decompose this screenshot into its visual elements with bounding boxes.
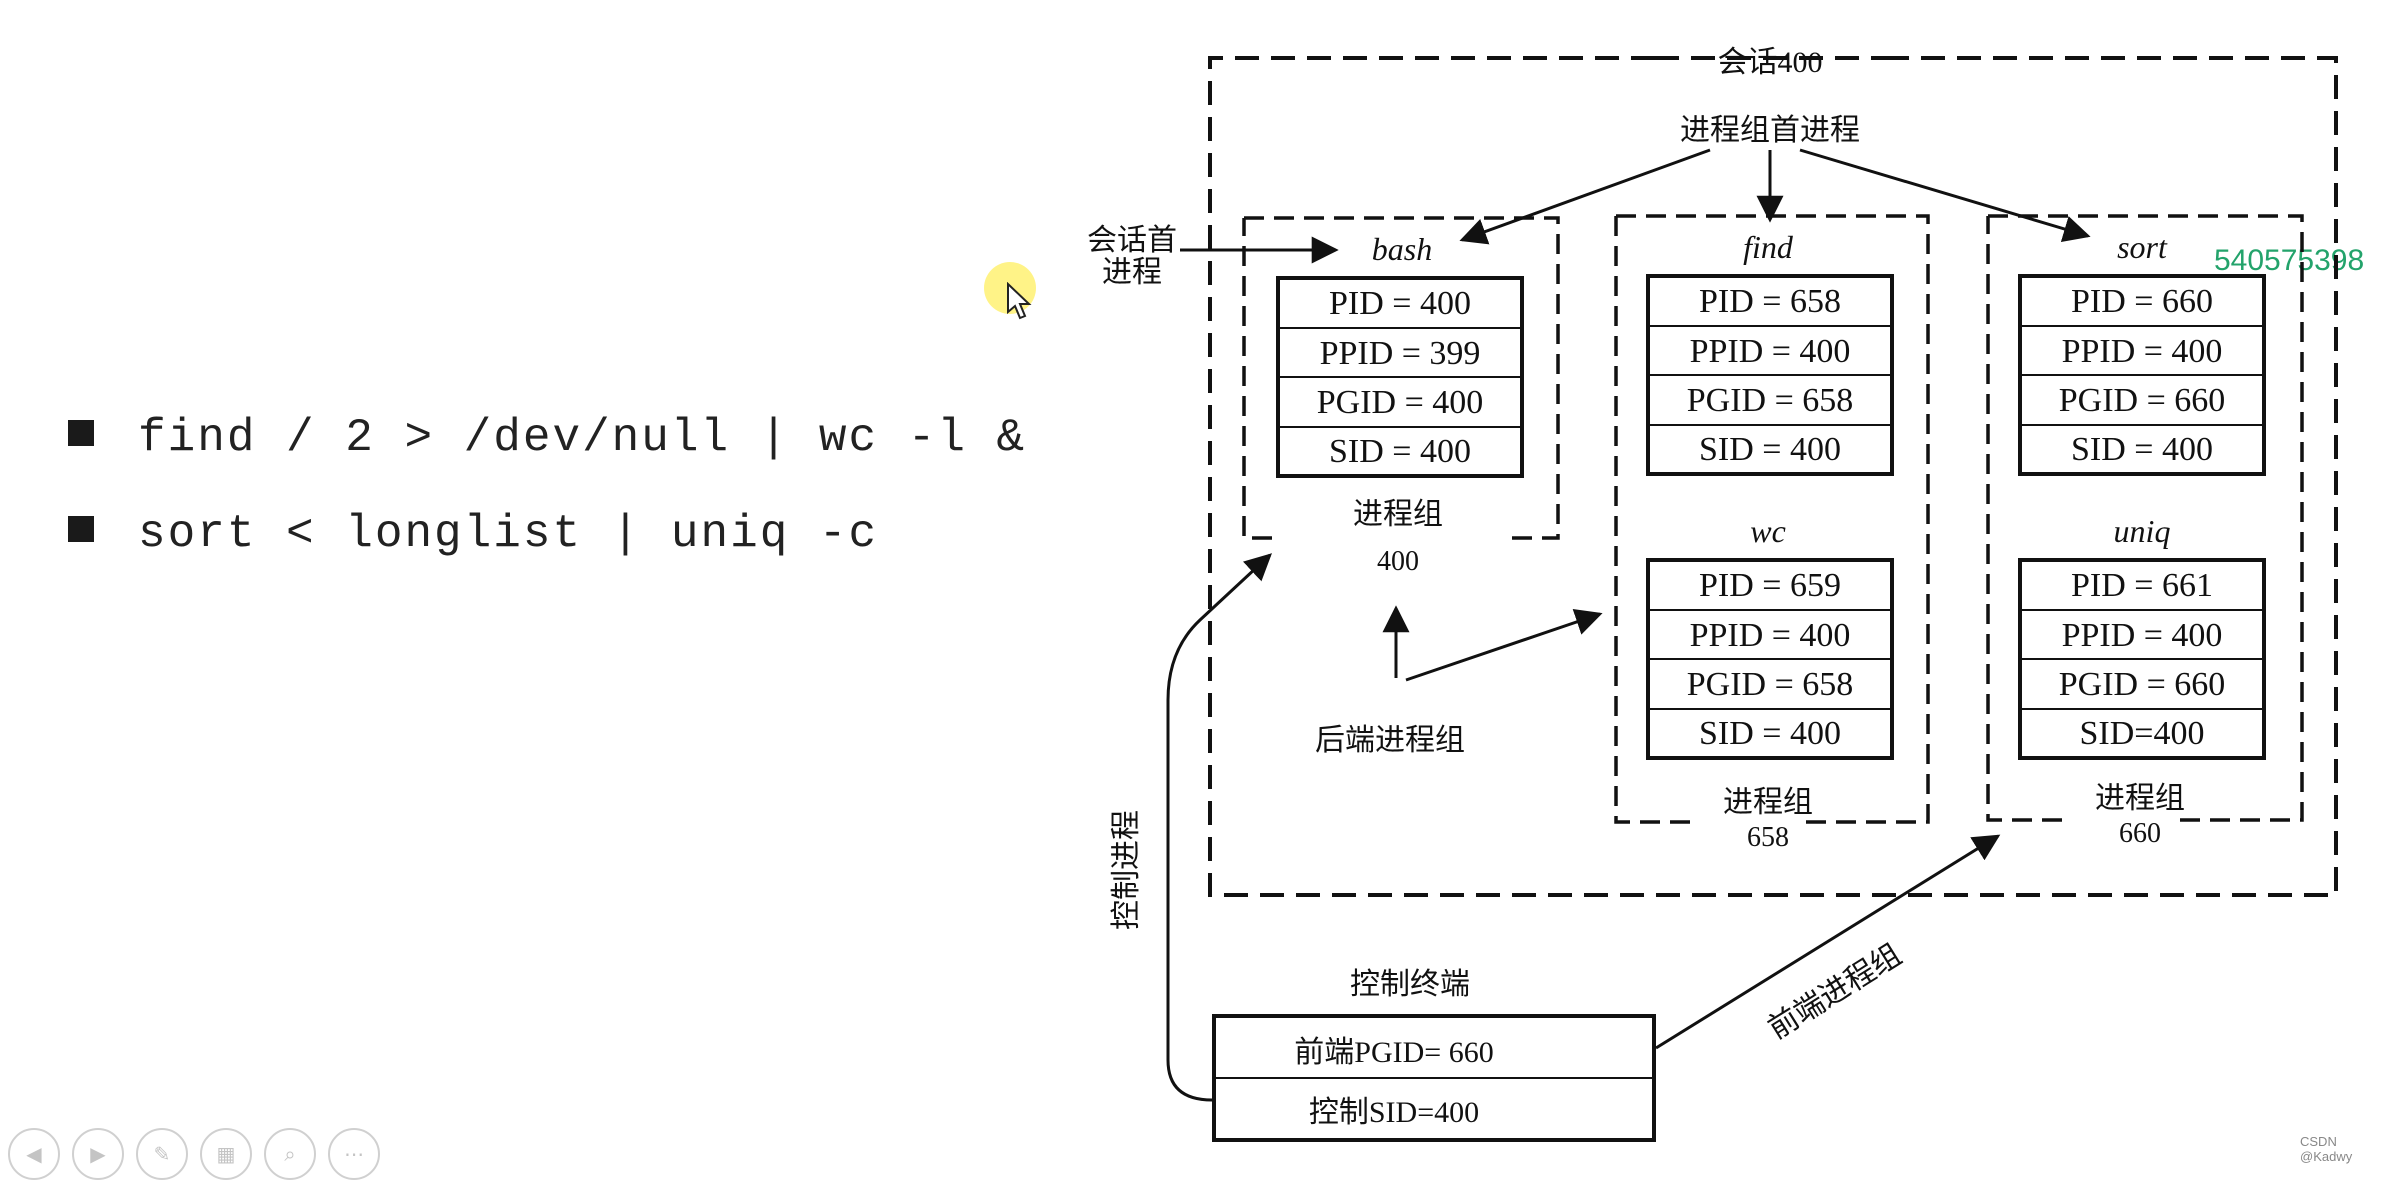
terminal-foreground-pgid: 前端PGID= 660 — [1294, 1036, 1493, 1069]
foreground-group-label: 前端进程组 — [1763, 938, 1908, 1045]
process-group-label: 进程组 — [1723, 786, 1813, 819]
process-group-label: 进程组 — [1353, 498, 1443, 531]
sid-field: SID = 400 — [1329, 433, 1471, 470]
arrow — [1655, 834, 2001, 1050]
presentation-controls: ◀ ▶ ✎ ▦ ⌕ ⋯ — [8, 1128, 380, 1180]
more-icon[interactable]: ⋯ — [328, 1128, 380, 1180]
sid-field: SID = 400 — [1699, 431, 1841, 468]
background-group-label: 后端进程组 — [1315, 724, 1465, 757]
command-text: find / 2 > /dev/null | wc -l & — [138, 412, 1027, 464]
session-leader-label: 会话首 — [1087, 224, 1177, 257]
process-table-uniq: PID = 661 PPID = 400 PGID = 660 SID=400 — [2018, 558, 2266, 760]
process-group-label: 进程组 — [2095, 782, 2185, 815]
pgid-field: PGID = 658 — [1687, 382, 1854, 419]
arrow — [1166, 553, 1272, 1102]
pid-field: PID = 661 — [2071, 567, 2213, 604]
process-name: find — [1743, 229, 1794, 265]
arrow — [1459, 148, 1711, 245]
session-label: 会话400 — [1718, 46, 1823, 79]
ppid-field: PPID = 400 — [2062, 333, 2223, 370]
terminal-title: 控制终端 — [1350, 968, 1470, 1001]
process-table-sort: PID = 660 PPID = 400 PGID = 660 SID = 40… — [2018, 274, 2266, 476]
pgid-field: PGID = 660 — [2059, 382, 2226, 419]
pgid-field: PGID = 658 — [1687, 666, 1854, 703]
command-line-2: sort < longlist | uniq -c — [68, 508, 878, 560]
terminal-controlling-sid: 控制SID=400 — [1309, 1096, 1479, 1129]
watermark-text: 540575398 — [2214, 244, 2365, 277]
session-leader-label: 进程 — [1102, 256, 1162, 289]
pid-field: PID = 658 — [1699, 283, 1841, 320]
process-table-find: PID = 658 PPID = 400 PGID = 658 SID = 40… — [1646, 274, 1894, 476]
sid-field: SID = 400 — [1699, 715, 1841, 752]
process-group-box — [1242, 216, 1560, 540]
group-leader-label: 进程组首进程 — [1680, 114, 1860, 147]
arrow — [1799, 148, 2091, 242]
grid-icon[interactable]: ▦ — [200, 1128, 252, 1180]
command-line-1: find / 2 > /dev/null | wc -l & — [68, 412, 1026, 464]
process-table-wc: PID = 659 PPID = 400 PGID = 658 SID = 40… — [1646, 558, 1894, 760]
bullet-square-icon — [68, 516, 94, 542]
sid-field: SID=400 — [2080, 715, 2205, 752]
process-group-number: 658 — [1747, 822, 1789, 853]
zoom-icon[interactable]: ⌕ — [264, 1128, 316, 1180]
arrow — [1405, 609, 1603, 682]
ppid-field: PPID = 399 — [1320, 335, 1481, 372]
pid-field: PID = 659 — [1699, 567, 1841, 604]
ppid-field: PPID = 400 — [1690, 617, 1851, 654]
session-boundary — [1208, 56, 2338, 897]
arrow-right-icon[interactable]: ▶ — [72, 1128, 124, 1180]
pgid-field: PGID = 660 — [2059, 666, 2226, 703]
arrow-left-icon[interactable]: ◀ — [8, 1128, 60, 1180]
process-name: uniq — [2114, 513, 2171, 549]
process-name: wc — [1750, 513, 1786, 549]
process-group-number: 660 — [2119, 818, 2161, 849]
sid-field: SID = 400 — [2071, 431, 2213, 468]
ppid-field: PPID = 400 — [2062, 617, 2223, 654]
process-group-box — [1986, 214, 2304, 822]
pid-field: PID = 400 — [1329, 285, 1471, 322]
process-name: bash — [1372, 231, 1432, 267]
process-table-bash: PID = 400 PPID = 399 PGID = 400 SID = 40… — [1276, 276, 1524, 478]
process-name: sort — [2117, 229, 2168, 265]
command-text: sort < longlist | uniq -c — [138, 508, 879, 560]
pen-icon[interactable]: ✎ — [136, 1128, 188, 1180]
bullet-square-icon — [68, 420, 94, 446]
controlling-terminal-box: 前端PGID= 660 控制SID=400 — [1212, 1014, 1656, 1142]
pgid-field: PGID = 400 — [1317, 384, 1484, 421]
pid-field: PID = 660 — [2071, 283, 2213, 320]
ppid-field: PPID = 400 — [1690, 333, 1851, 370]
process-group-number: 400 — [1377, 546, 1419, 577]
controlling-process-label: 控制进程 — [1110, 810, 1143, 930]
mouse-pointer-icon — [1007, 282, 1032, 320]
